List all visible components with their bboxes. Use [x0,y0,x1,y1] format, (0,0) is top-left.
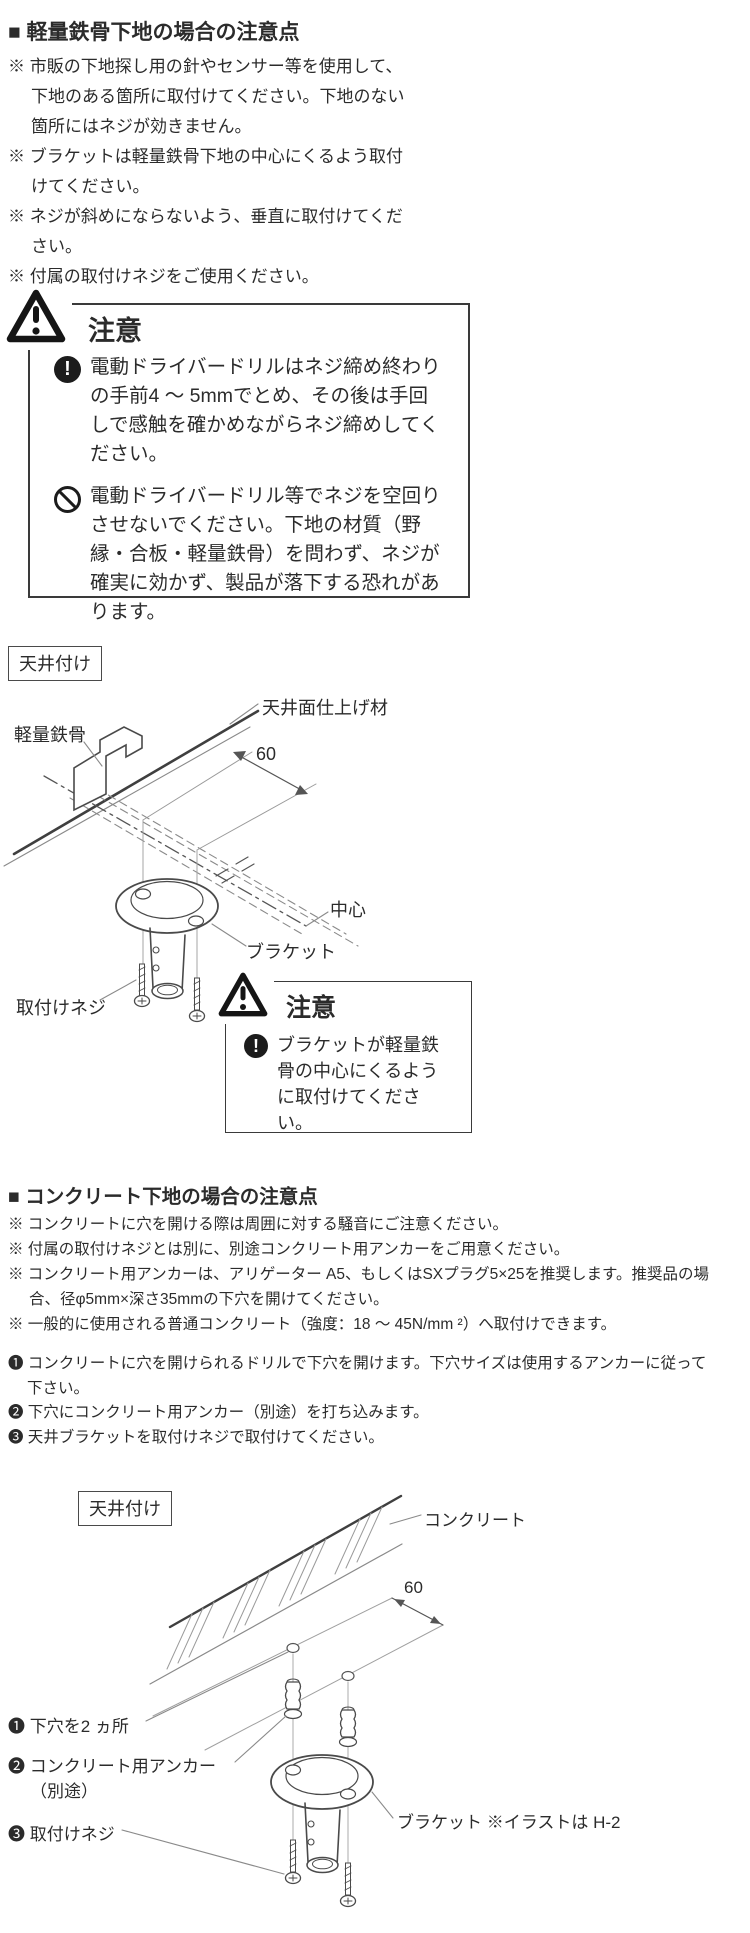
step-item: ❸ 天井ブラケットを取付けネジで取付けてください。 [8,1428,384,1446]
dimension-60 [142,751,317,851]
caution-heading: 注意 [286,994,337,1022]
mounting-screws [284,1839,357,1908]
caution-text: 電動ドライバードリル等でネジを空回りさせないでください。下地の材質（野縁・合板・… [90,485,441,623]
caution-item: ! ブラケットが軽量鉄骨の中心にくるように取付けてください。 [244,1032,465,1136]
ceiling-finish-label: 天井面仕上げ材 [262,698,388,718]
concrete-diagram: コンクリート 60 ❶ 下穴を2 ヵ所 ❷ コンクリート用アンカー （別途） ❸… [0,1490,750,1933]
steel-frame-label: 軽量鉄骨 [14,725,86,745]
caution-text: ブラケットが軽量鉄骨の中心にくるように取付けてください。 [277,1035,439,1133]
bullet-note: ※ 市販の下地探し用の針やセンサー等を使用して、下地のある箇所に取付けてください… [8,57,405,136]
caution-box-steel: 注意 ! 電動ドライバードリルはネジ締め終わりの手前4 〜 5mmでとめ、その後… [4,287,470,623]
warning-triangle-icon [4,287,72,350]
mounting-screws [133,963,206,1023]
section2-bullet-list: ※ コンクリートに穴を開ける際は周囲に対する騒音にご注意ください。 ※ 付属の取… [8,1212,730,1337]
screw-label: 取付けネジ [16,998,106,1018]
caution-item: 電動ドライバードリル等でネジを空回りさせないでください。下地の材質（野縁・合板・… [54,482,458,627]
bullet-note: ※ ブラケットは軽量鉄骨下地の中心にくるよう取付けてください。 [8,147,404,196]
warning-triangle-icon [6,289,66,343]
anchor-label: ❷ コンクリート用アンカー [8,1757,217,1776]
pilot-holes [286,1642,355,1682]
bracket-note-label: ブラケット ※イラストは H-2 [397,1813,621,1832]
warning-triangle-icon [216,970,274,1024]
projection-lines [43,775,359,947]
caution-item: ! 電動ドライバードリルはネジ締め終わりの手前4 〜 5mmでとめ、その後は手回… [54,353,458,469]
warning-triangle-icon [218,972,268,1017]
concrete-label: コンクリート [424,1511,526,1530]
exclamation-icon: ! [54,356,81,383]
section1-title: ■ 軽量鉄骨下地の場合の注意点 [8,21,300,44]
bracket-illustration [115,878,219,1000]
steel-frame-diagram-art [3,703,359,1023]
steel-frame-diagram: 天井面仕上げ材 軽量鉄骨 60 中心 ブラケット 取付けネジ [0,688,472,1140]
concrete-anchors [283,1678,358,1748]
ceiling-mount-tag: 天井付け [8,646,102,681]
anchor-note-label: （別途） [30,1782,98,1801]
bracket-label: ブラケット [246,942,336,962]
ceiling-mount-tag: 天井付け [78,1491,172,1526]
bullet-note: ※ 付属の取付けネジとは別に、別途コンクリート用アンカーをご用意ください。 [8,1241,570,1258]
caution-heading: 注意 [88,316,142,346]
concrete-diagram-art [121,1494,444,1908]
section2-title: ■ コンクリート下地の場合の注意点 [8,1186,318,1208]
step-item: ❷ 下穴にコンクリート用アンカー（別途）を打ち込みます。 [8,1404,429,1421]
caution-box-bracket-center: 注意 ! ブラケットが軽量鉄骨の中心にくるように取付けてください。 [216,970,472,1136]
exclamation-icon: ! [244,1034,268,1058]
screw-label: ❸ 取付けネジ [8,1825,115,1844]
caution-items: ! ブラケットが軽量鉄骨の中心にくるように取付けてください。 [244,1032,465,1136]
step-item: ❶ コンクリートに穴を開けられるドリルで下穴を開けます。下穴サイズは使用するアン… [8,1355,707,1397]
prohibition-icon [54,486,81,513]
bullet-note: ※ コンクリートに穴を開ける際は周囲に対する騒音にご注意ください。 [8,1216,508,1233]
dimension-label: 60 [404,1578,423,1597]
bullet-note: ※ 付属の取付けネジをご使用ください。 [8,267,319,286]
center-label: 中心 [330,900,366,920]
steel-channel [73,726,143,812]
dimension-60 [152,1597,444,1751]
dimension-label: 60 [256,744,277,764]
bullet-note: ※ 一般的に使用される普通コンクリート（強度：18 〜 45N/mm ²）へ取付… [8,1316,617,1333]
section2-step-list: ❶ コンクリートに穴を開けられるドリルで下穴を開けます。下穴サイズは使用するアン… [8,1352,720,1450]
bullet-note: ※ ネジが斜めにならないよう、垂直に取付けてください。 [8,207,403,256]
caution-items: ! 電動ドライバードリルはネジ締め終わりの手前4 〜 5mmでとめ、その後は手回… [54,353,458,627]
section1-bullet-list: ※ 市販の下地探し用の針やセンサー等を使用して、下地のある箇所に取付けてください… [8,52,408,292]
caution-text: 電動ドライバードリルはネジ締め終わりの手前4 〜 5mmでとめ、その後は手回しで… [90,356,441,465]
ceiling-lines [3,703,260,867]
concrete-slab [149,1494,422,1685]
pilot-holes-label: ❶ 下穴を2 ヵ所 [8,1717,129,1736]
bracket-illustration [270,1754,374,1874]
leader-lines [121,1651,394,1875]
bullet-note: ※ コンクリート用アンカーは、アリゲーター A5、もしくはSXプラグ5×25を推… [8,1266,709,1308]
